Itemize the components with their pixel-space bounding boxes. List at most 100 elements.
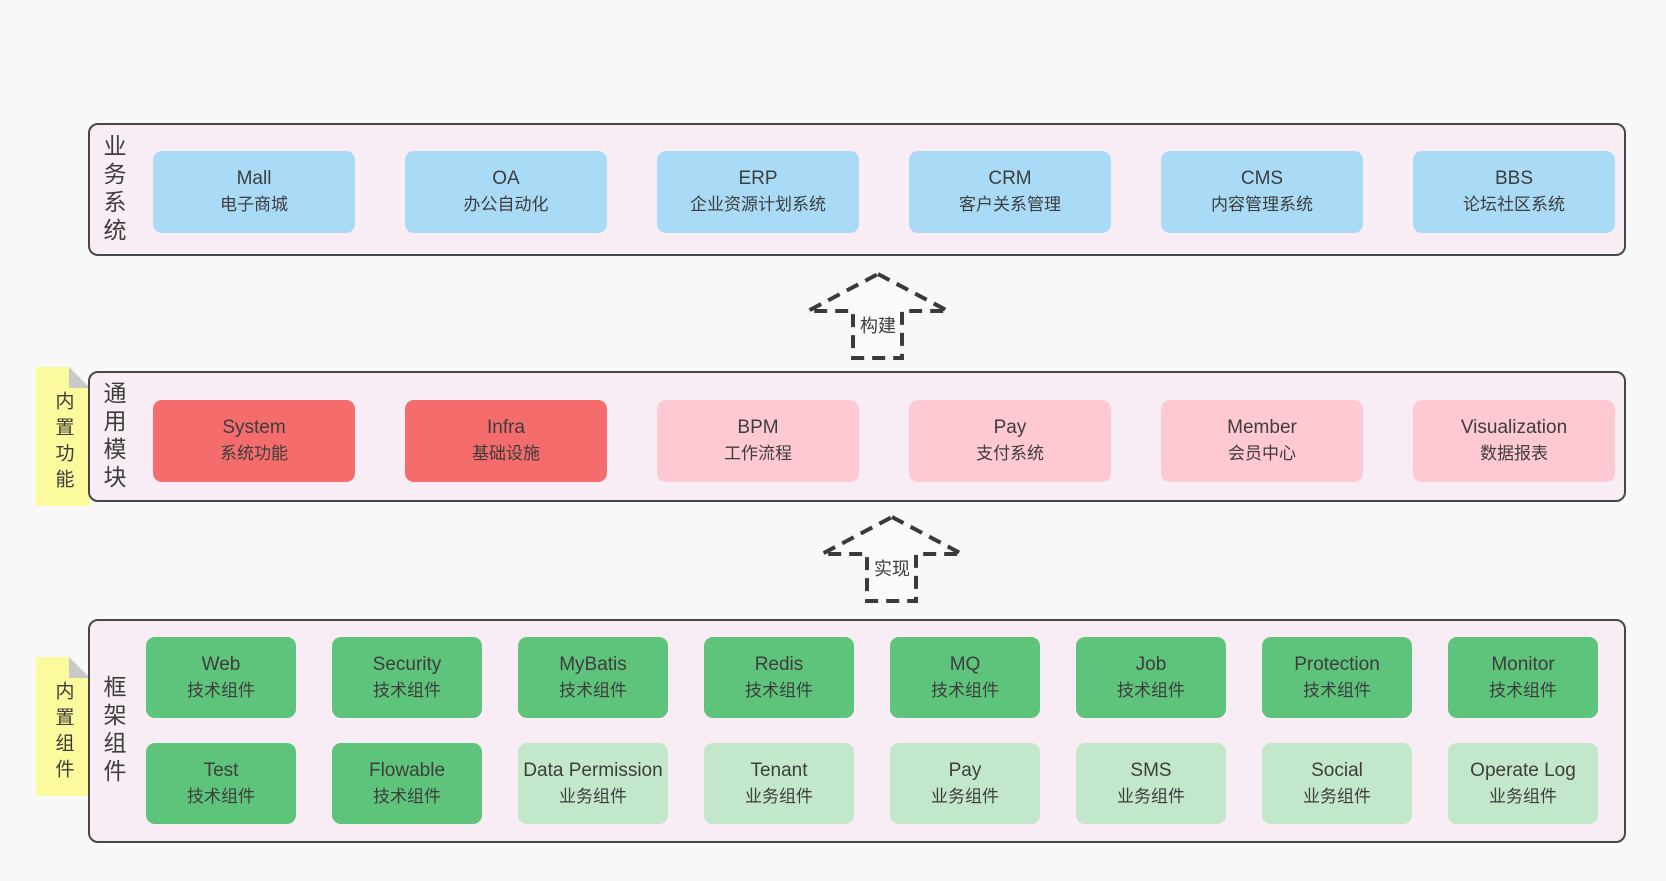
tile-visualization: Visualization 数据报表 bbox=[1413, 400, 1615, 482]
tile-sms: SMS 业务组件 bbox=[1076, 743, 1226, 824]
band-common-modules: 通用模块 System 系统功能 Infra 基础设施 BPM 工作流程 Pay 支付系统 Me… bbox=[88, 371, 1626, 502]
tile-title: BPM bbox=[737, 417, 779, 438]
tile-subtitle: 支付系统 bbox=[976, 444, 1044, 463]
tile-subtitle: 技术组件 bbox=[187, 786, 255, 806]
tile-subtitle: 业务组件 bbox=[559, 786, 627, 806]
tile-title: SMS bbox=[1130, 759, 1172, 781]
tile-title: Member bbox=[1227, 417, 1297, 438]
tile-title: Monitor bbox=[1491, 653, 1555, 675]
tile-subtitle: 技术组件 bbox=[559, 680, 627, 700]
tile-bpm: BPM 工作流程 bbox=[657, 400, 859, 482]
tile-mq: MQ 技术组件 bbox=[890, 637, 1040, 718]
tile-monitor: Monitor 技术组件 bbox=[1448, 637, 1598, 718]
tile-subtitle: 数据报表 bbox=[1480, 444, 1548, 463]
tile-mall: Mall 电子商城 bbox=[153, 151, 355, 233]
tile-subtitle: 技术组件 bbox=[187, 680, 255, 700]
tile-title: Tenant bbox=[750, 759, 808, 781]
tile-oa: OA 办公自动化 bbox=[405, 151, 607, 233]
tile-subtitle: 企业资源计划系统 bbox=[690, 195, 826, 214]
sticky-note-builtin-features: 内置功能 bbox=[36, 367, 90, 506]
tile-title: OA bbox=[492, 168, 520, 189]
tile-title: Security bbox=[372, 653, 442, 675]
tile-test: Test 技术组件 bbox=[146, 743, 296, 824]
tile-subtitle: 技术组件 bbox=[931, 680, 999, 700]
tile-member: Member 会员中心 bbox=[1161, 400, 1363, 482]
tile-system: System 系统功能 bbox=[153, 400, 355, 482]
tile-title: Job bbox=[1135, 653, 1167, 675]
tile-subtitle: 论坛社区系统 bbox=[1463, 195, 1565, 214]
tile-job: Job 技术组件 bbox=[1076, 637, 1226, 718]
tile-title: ERP bbox=[738, 168, 778, 189]
tile-title: CRM bbox=[988, 168, 1032, 189]
tile-title: Pay bbox=[993, 417, 1027, 438]
band-label-framework: 框架组件 bbox=[100, 675, 126, 787]
tile-subtitle: 系统功能 bbox=[220, 444, 288, 463]
tile-title: Pay bbox=[948, 759, 982, 781]
tile-flowable: Flowable 技术组件 bbox=[332, 743, 482, 824]
tile-subtitle: 业务组件 bbox=[931, 786, 999, 806]
tile-title: Data Permission bbox=[523, 759, 663, 781]
tile-cms: CMS 内容管理系统 bbox=[1161, 151, 1363, 233]
tile-pay: Pay 支付系统 bbox=[909, 400, 1111, 482]
tile-social: Social 业务组件 bbox=[1262, 743, 1412, 824]
tile-title: Test bbox=[203, 759, 239, 781]
tile-subtitle: 业务组件 bbox=[1117, 786, 1185, 806]
arrow-label-build: 构建 bbox=[858, 312, 898, 338]
tile-title: CMS bbox=[1240, 168, 1284, 189]
tile-tenant: Tenant 业务组件 bbox=[704, 743, 854, 824]
tile-subtitle: 基础设施 bbox=[472, 444, 540, 463]
tile-title: Redis bbox=[754, 653, 804, 675]
tile-subtitle: 技术组件 bbox=[373, 680, 441, 700]
tile-redis: Redis 技术组件 bbox=[704, 637, 854, 718]
tile-title: Infra bbox=[486, 417, 526, 438]
tile-mybatis: MyBatis 技术组件 bbox=[518, 637, 668, 718]
tile-title: Flowable bbox=[368, 759, 446, 781]
sticky-note-text: 内置组件 bbox=[52, 681, 74, 786]
arrow-implement: 实现 bbox=[819, 513, 965, 605]
band-business-systems: 业务系统 Mall 电子商城 OA 办公自动化 ERP 企业资源计划系统 CRM 客户关系管理… bbox=[88, 123, 1626, 256]
tile-title: Visualization bbox=[1460, 417, 1568, 438]
arrow-build: 构建 bbox=[805, 270, 951, 362]
tile-row: Mall 电子商城 OA 办公自动化 ERP 企业资源计划系统 CRM 客户关系管理 CMS 内容… bbox=[153, 151, 1615, 233]
tile-title: Social bbox=[1311, 759, 1363, 781]
tile-subtitle: 业务组件 bbox=[1303, 786, 1371, 806]
tile-subtitle: 工作流程 bbox=[724, 444, 792, 463]
band-label-modules: 通用模块 bbox=[100, 380, 126, 493]
tile-subtitle: 技术组件 bbox=[373, 786, 441, 806]
arrow-label-implement: 实现 bbox=[872, 555, 912, 581]
band-label-business: 业务系统 bbox=[100, 133, 126, 246]
tile-title: MyBatis bbox=[559, 653, 627, 675]
tile-subtitle: 客户关系管理 bbox=[959, 195, 1061, 214]
tile-web: Web 技术组件 bbox=[146, 637, 296, 718]
tile-subtitle: 技术组件 bbox=[1117, 680, 1185, 700]
tile-title: Operate Log bbox=[1470, 759, 1576, 781]
tile-erp: ERP 企业资源计划系统 bbox=[657, 151, 859, 233]
tile-protection: Protection 技术组件 bbox=[1262, 637, 1412, 718]
tile-pay: Pay 业务组件 bbox=[890, 743, 1040, 824]
tile-subtitle: 电子商城 bbox=[220, 195, 288, 214]
tile-subtitle: 技术组件 bbox=[1303, 680, 1371, 700]
tile-operate-log: Operate Log 业务组件 bbox=[1448, 743, 1598, 824]
tile-data-permission: Data Permission 业务组件 bbox=[518, 743, 668, 824]
tile-title: Mall bbox=[236, 168, 272, 189]
tile-security: Security 技术组件 bbox=[332, 637, 482, 718]
tile-title: MQ bbox=[949, 653, 981, 675]
tile-subtitle: 技术组件 bbox=[745, 680, 813, 700]
tile-subtitle: 业务组件 bbox=[745, 786, 813, 806]
tile-subtitle: 会员中心 bbox=[1228, 444, 1296, 463]
tile-title: System bbox=[222, 417, 286, 438]
tile-title: Protection bbox=[1294, 653, 1380, 675]
sticky-note-builtin-components: 内置组件 bbox=[36, 657, 90, 796]
sticky-note-text: 内置功能 bbox=[52, 391, 74, 496]
tile-subtitle: 业务组件 bbox=[1489, 786, 1557, 806]
tile-subtitle: 办公自动化 bbox=[463, 195, 549, 214]
tile-row: System 系统功能 Infra 基础设施 BPM 工作流程 Pay 支付系统 Member 会… bbox=[153, 400, 1615, 482]
tile-subtitle: 内容管理系统 bbox=[1211, 195, 1313, 214]
tile-crm: CRM 客户关系管理 bbox=[909, 151, 1111, 233]
tile-title: Web bbox=[201, 653, 241, 675]
tile-subtitle: 技术组件 bbox=[1489, 680, 1557, 700]
